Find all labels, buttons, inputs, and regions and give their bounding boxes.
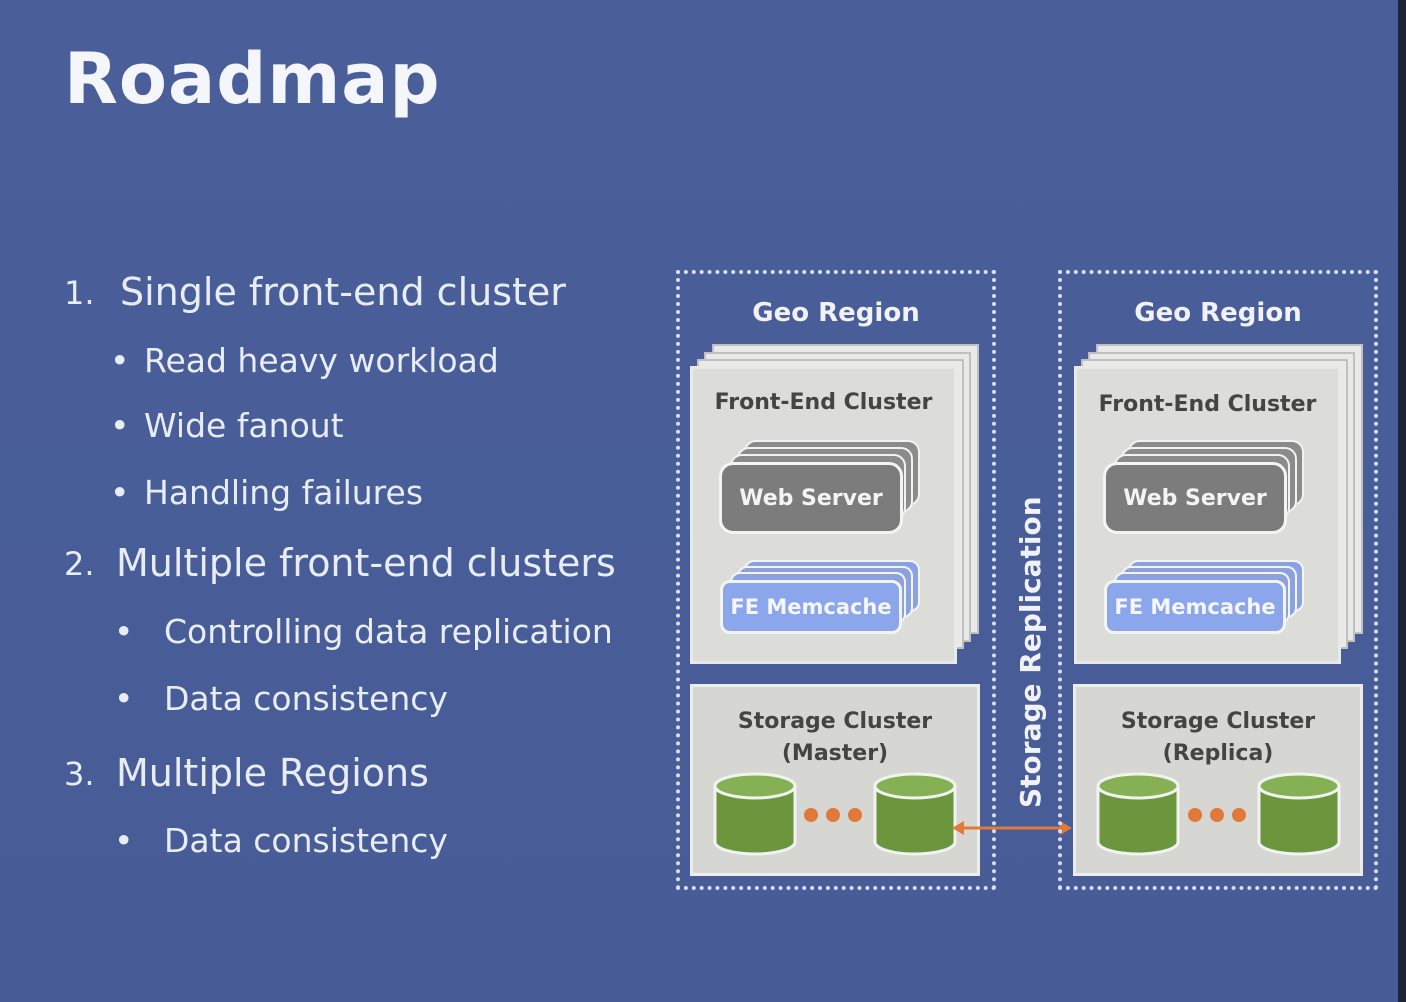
geo-region-label: Geo Region	[1134, 298, 1302, 328]
outline-text: Read heavy workload	[144, 341, 499, 380]
bullet-icon: •	[114, 821, 134, 860]
database-icon	[1257, 772, 1341, 856]
storage-cluster-title: Storage Cluster	[1120, 709, 1316, 734]
outline-number: 1.	[64, 274, 95, 312]
bullet-icon: •	[114, 679, 134, 718]
outline-text: Multiple front-end clusters	[116, 541, 616, 585]
replication-arrow-icon	[952, 821, 1072, 835]
geo-region-box	[676, 270, 996, 890]
outline-number: 3.	[64, 755, 95, 793]
outline-text: Controlling data replication	[164, 612, 613, 651]
fe-cluster-label: Front-End Cluster	[1098, 392, 1317, 417]
outline-text: Multiple Regions	[116, 751, 429, 795]
bullet-icon: •	[110, 406, 130, 445]
bullet-icon: •	[110, 341, 130, 380]
ellipsis-dots-icon	[804, 808, 862, 822]
storage-cluster-label: Storage Cluster (Replica)	[1073, 706, 1363, 770]
database-icon	[1096, 772, 1180, 856]
storage-cluster-role: (Replica)	[1162, 741, 1274, 766]
outline-text: Single front-end cluster	[120, 270, 566, 314]
geo-region-label: Geo Region	[752, 298, 920, 328]
slide-edge	[1398, 0, 1406, 1002]
outline-number: 2.	[64, 545, 95, 583]
web-server-box: Web Server	[719, 462, 903, 534]
database-icon	[873, 772, 957, 856]
outline-text: Wide fanout	[144, 406, 344, 445]
web-server-box: Web Server	[1103, 462, 1287, 534]
memcache-box: FE Memcache	[1104, 580, 1286, 634]
storage-replication-label: Storage Replication	[1014, 496, 1047, 808]
memcache-box: FE Memcache	[720, 580, 902, 634]
outline-text: Data consistency	[164, 679, 448, 718]
geo-region-box	[1058, 270, 1378, 890]
fe-cluster-label: Front-End Cluster	[714, 390, 933, 415]
ellipsis-dots-icon	[1188, 808, 1246, 822]
storage-cluster-role: (Master)	[781, 741, 889, 766]
outline-text: Data consistency	[164, 821, 448, 860]
storage-cluster-label: Storage Cluster (Master)	[690, 706, 980, 770]
bullet-icon: •	[114, 612, 134, 651]
storage-cluster-title: Storage Cluster	[737, 709, 933, 734]
bullet-icon: •	[110, 473, 130, 512]
slide-title: Roadmap	[64, 38, 441, 120]
outline-text: Handling failures	[144, 473, 424, 512]
database-icon	[713, 772, 797, 856]
